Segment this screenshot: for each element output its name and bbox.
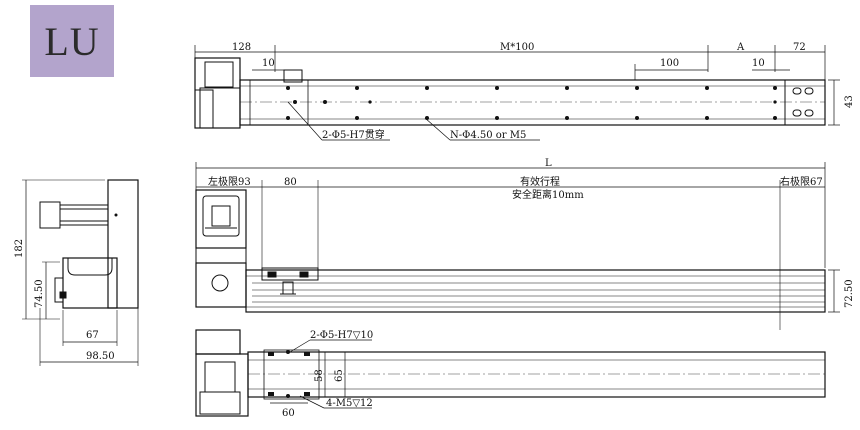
series-label: LU xyxy=(44,18,100,64)
dim-60: 60 xyxy=(282,408,295,419)
dim-right-limit: 右极限67 xyxy=(780,175,823,188)
dim-65: 65 xyxy=(334,369,345,382)
top-view: 128 M*100 A 72 10 100 10 xyxy=(194,42,855,141)
side-view: L 左极限93 80 有效行程 安全距离10mm 右极限67 xyxy=(195,158,855,330)
dim-left-limit: 左极限93 xyxy=(208,175,251,188)
dim-l: L xyxy=(545,158,552,169)
dim-74-50: 74.50 xyxy=(34,279,45,308)
dim-67: 67 xyxy=(86,330,99,341)
dim-safety: 安全距离10mm xyxy=(512,188,584,201)
callout-mount-holes: N-Φ4.50 or M5 xyxy=(450,130,526,141)
dim-72-50: 72.50 xyxy=(844,279,855,308)
callout-threads: 4-M5▽12 xyxy=(326,398,373,409)
dim-98-50: 98.50 xyxy=(86,351,115,362)
dim-58: 58 xyxy=(314,369,325,382)
dim-10-left: 10 xyxy=(262,58,275,69)
dim-a: A xyxy=(736,42,745,53)
end-view: 182 74.50 67 98.50 xyxy=(14,179,139,366)
dim-80: 80 xyxy=(284,177,297,188)
bottom-view: 60 58 65 2-Φ5-H7▽10 4-M5▽12 xyxy=(195,329,826,419)
dim-72: 72 xyxy=(793,42,806,53)
dim-128: 128 xyxy=(232,42,251,53)
dim-43: 43 xyxy=(844,95,855,108)
dim-stroke: 有效行程 xyxy=(520,175,560,188)
dim-182: 182 xyxy=(14,239,25,258)
callout-pin-holes-depth: 2-Φ5-H7▽10 xyxy=(310,330,373,341)
dim-pitch: M*100 xyxy=(500,42,534,53)
dim-100: 100 xyxy=(660,58,679,69)
callout-pin-holes: 2-Φ5-H7贯穿 xyxy=(322,128,385,141)
series-badge: LU xyxy=(30,5,114,77)
dim-10-right: 10 xyxy=(752,58,765,69)
